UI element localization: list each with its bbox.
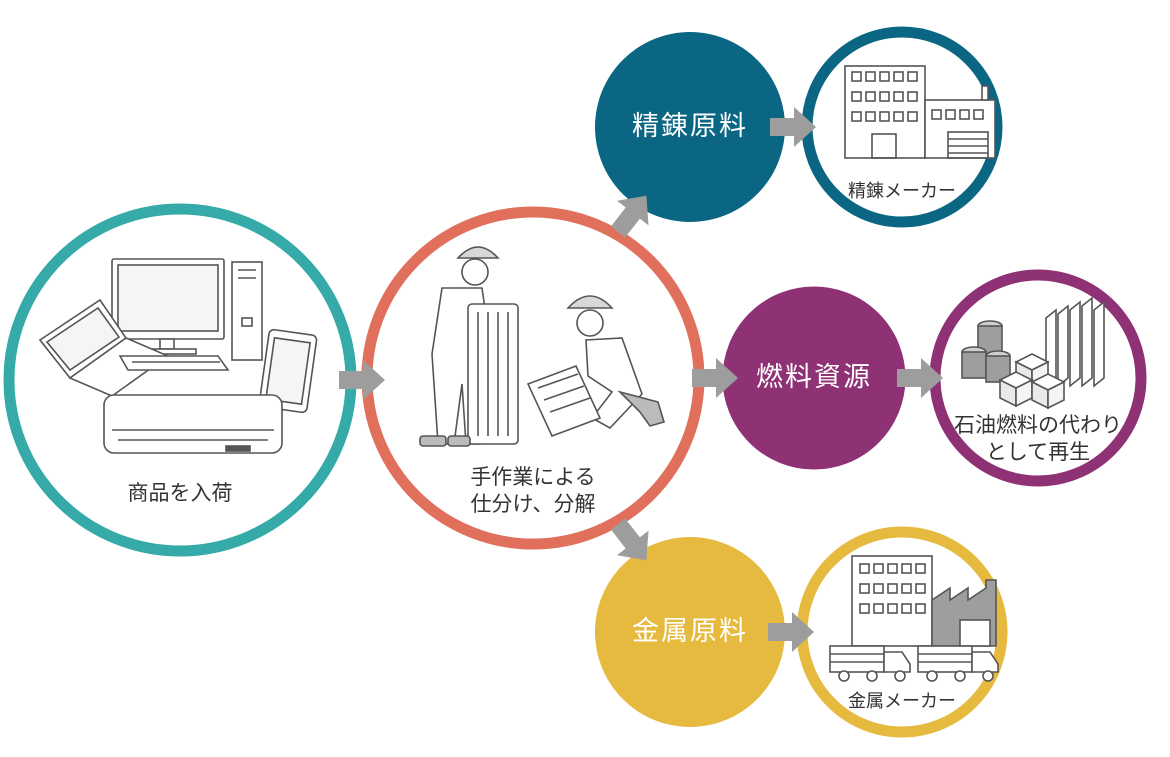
receive-label: 商品を入荷: [127, 481, 233, 505]
factory-trucks-icon: [829, 555, 999, 682]
fuel-alt-label: 石油燃料の代わり として再生: [948, 412, 1128, 467]
factory-icon: [844, 65, 996, 159]
workers-icon: [419, 246, 665, 447]
fuel-label: 燃料資源: [756, 362, 872, 393]
sort-label-line2: 仕分け、分解: [470, 492, 596, 517]
refine-maker-label: 精錬メーカー: [848, 181, 956, 202]
metal-node-circle: [595, 537, 785, 727]
metal-maker-label: 金属メーカー: [848, 691, 956, 712]
electronics-icon: [38, 258, 318, 454]
metal-label: 金属原料: [632, 616, 748, 647]
fuel-alt-label-line1: 石油燃料の代わり: [954, 413, 1122, 437]
fuel-materials-icon: [961, 296, 1105, 410]
refine-node-circle: [595, 32, 785, 222]
refine-label: 精錬原料: [632, 111, 748, 142]
sort-label-line1: 手作業による: [470, 465, 596, 489]
sort-label: 手作業による 仕分け、分解: [433, 464, 633, 519]
fuel-alt-label-line2: として再生: [985, 440, 1091, 465]
